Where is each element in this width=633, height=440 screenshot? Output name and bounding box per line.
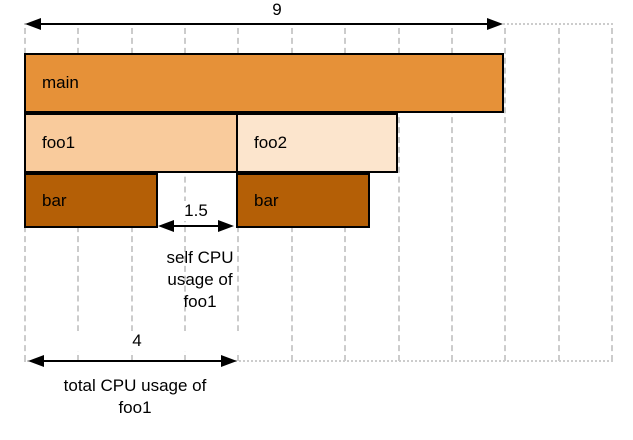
foo1-total-caption-line1: total CPU usage of (63, 376, 207, 395)
grid-line-vertical (558, 28, 560, 361)
frame-bar-left: bar (24, 173, 158, 228)
foo1-total-value: 4 (33, 331, 241, 351)
frame-foo2-label: foo2 (254, 133, 288, 152)
foo1-self-caption-line1: self CPU (166, 248, 234, 267)
foo1-total-caption-line2: foo1 (118, 398, 152, 417)
foo1-total-caption: total CPU usage of foo1 (25, 375, 245, 419)
frame-foo2: foo2 (236, 113, 398, 173)
frame-foo1: foo1 (24, 113, 238, 173)
frame-bar-right: bar (236, 173, 370, 228)
double-arrow-foo1-total (28, 355, 237, 367)
grid-line-vertical (184, 28, 186, 361)
frame-bar-left-label: bar (42, 190, 67, 210)
foo1-self-caption: self CPU usage of foo1 (115, 247, 285, 313)
frame-bar-right-label: bar (254, 190, 279, 210)
double-arrow-foo1-self (158, 220, 234, 232)
grid-line-vertical (611, 28, 613, 361)
frame-main-label: main (42, 73, 79, 92)
grid-line-vertical (504, 28, 506, 361)
program-total-value: 9 (38, 0, 516, 20)
foo1-self-caption-line2: usage of (167, 270, 233, 289)
foo1-self-caption-line3: foo1 (183, 292, 217, 311)
grid-line-vertical (398, 28, 400, 361)
frame-foo1-label: foo1 (42, 133, 76, 152)
frame-main: main (24, 53, 504, 113)
foo1-self-value: 1.5 (158, 201, 234, 221)
grid-line-horizontal-bottom (24, 360, 613, 362)
grid-line-vertical (451, 28, 453, 361)
double-arrow-program-total (25, 18, 503, 30)
